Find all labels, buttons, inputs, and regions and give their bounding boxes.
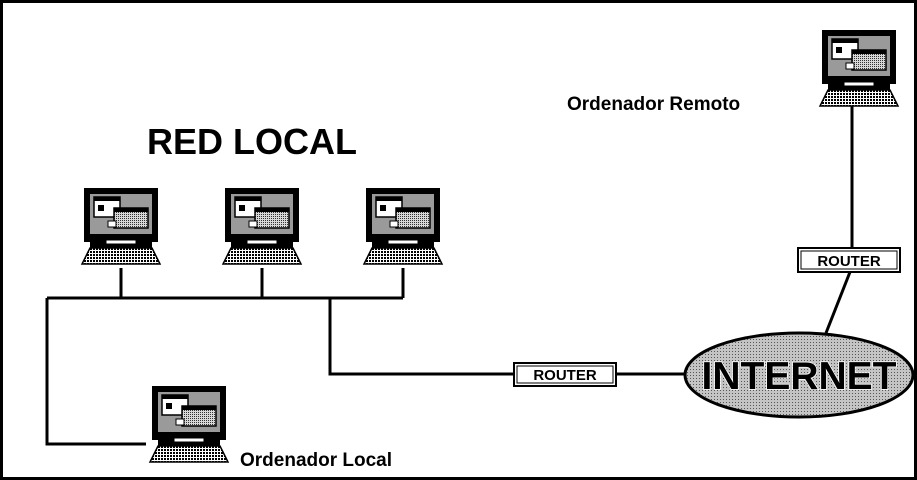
local-computer-label: Ordenador Local xyxy=(240,450,392,471)
local-computer-icon xyxy=(149,385,229,463)
lan-to-local-line xyxy=(45,298,146,446)
diagram-title: RED LOCAL xyxy=(147,121,357,162)
router-label: ROUTER xyxy=(817,253,881,270)
remote-computer-icon xyxy=(819,29,899,107)
connection-lines xyxy=(45,104,854,446)
remote-router: ROUTER xyxy=(797,247,901,273)
local-router: ROUTER xyxy=(513,362,617,387)
lan-to-router-line xyxy=(328,298,514,376)
internet-to-router-line xyxy=(824,271,852,334)
internet-ellipse xyxy=(683,331,915,419)
internet-cloud: INTERNET xyxy=(683,331,915,419)
router-box xyxy=(513,362,617,387)
internet-label: INTERNET xyxy=(702,355,897,398)
desktop-computer-icon xyxy=(222,187,302,265)
router-box xyxy=(797,247,901,273)
remote-computer-label: Ordenador Remoto xyxy=(567,94,740,115)
desktop-computer-icon xyxy=(81,187,161,265)
router-label: ROUTER xyxy=(533,367,597,384)
desktop-computer-icon xyxy=(363,187,443,265)
